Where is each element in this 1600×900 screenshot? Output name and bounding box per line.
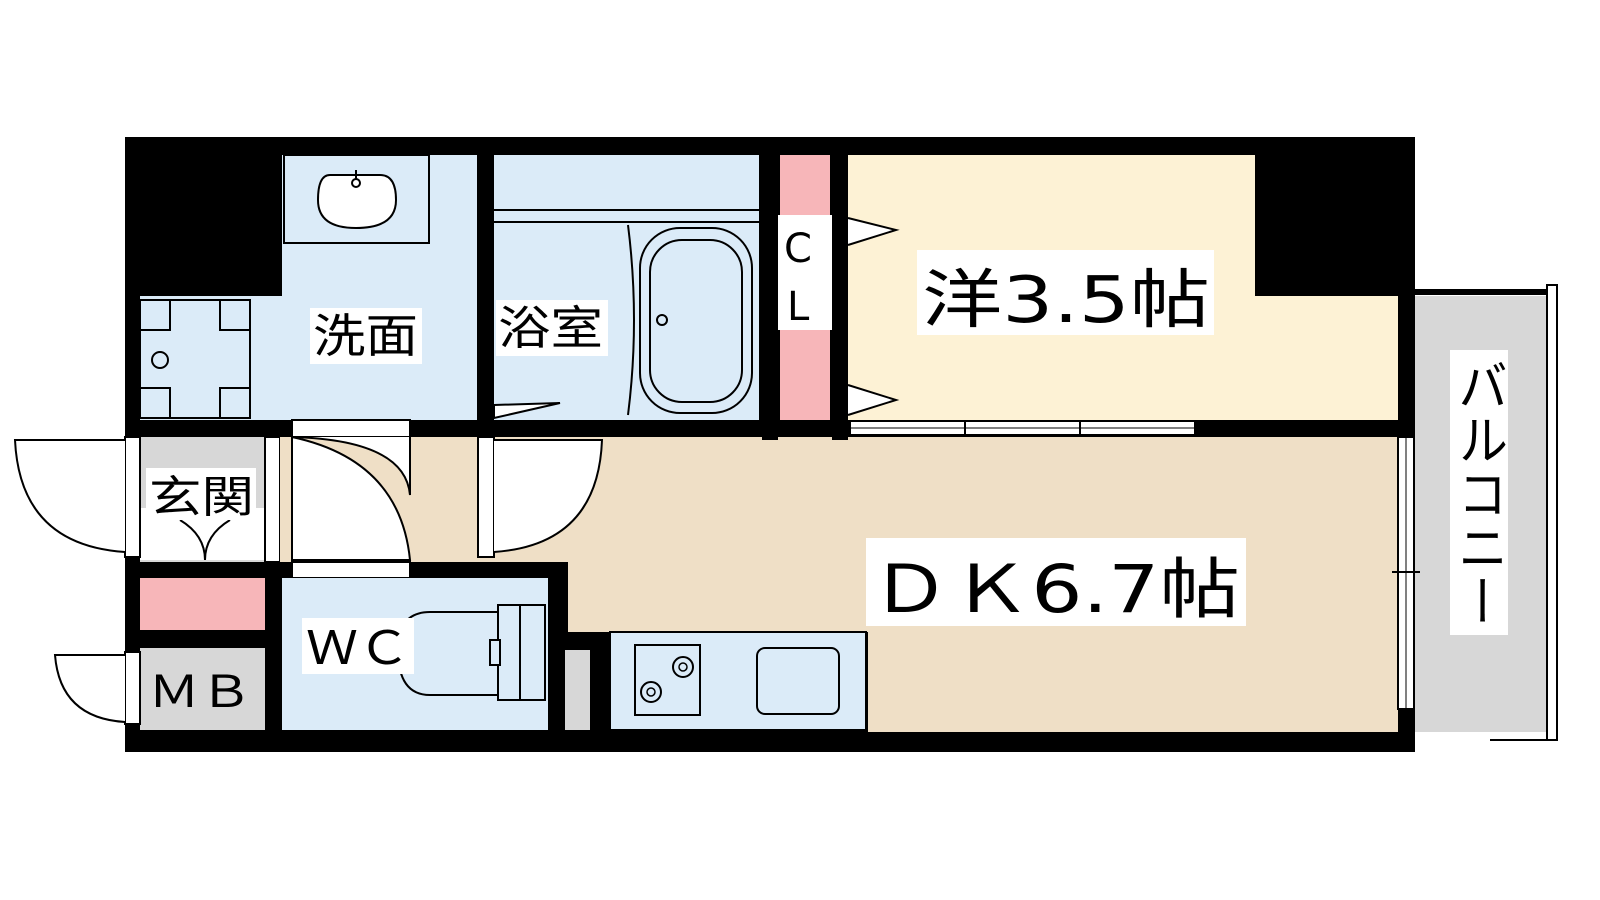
balcony-rail <box>1546 284 1558 741</box>
meter-box <box>140 648 265 730</box>
washroom-label: 洗面 <box>313 309 418 363</box>
washing-machine-icon <box>139 299 251 419</box>
closet-label-c: C <box>784 226 812 272</box>
balcony-label: バルコニー <box>1450 358 1508 628</box>
entrance-door <box>13 439 126 553</box>
stove-icon <box>634 644 701 716</box>
closet-label-l: L <box>787 284 810 330</box>
bathtub-icon <box>639 227 753 414</box>
entrance-label: 玄関 <box>149 472 254 523</box>
washbasin-icon <box>316 174 398 230</box>
sink-icon <box>756 647 840 715</box>
meter-box-label: ＭＢ <box>148 667 252 718</box>
dk-room-label: ＤＫ6.7帖 <box>870 551 1240 628</box>
western-room-label: 洋3.5帖 <box>922 264 1210 338</box>
toilet-label: ＷＣ <box>306 621 410 675</box>
meter-box-pink <box>140 578 265 630</box>
bathroom-label: 浴室 <box>498 301 603 355</box>
